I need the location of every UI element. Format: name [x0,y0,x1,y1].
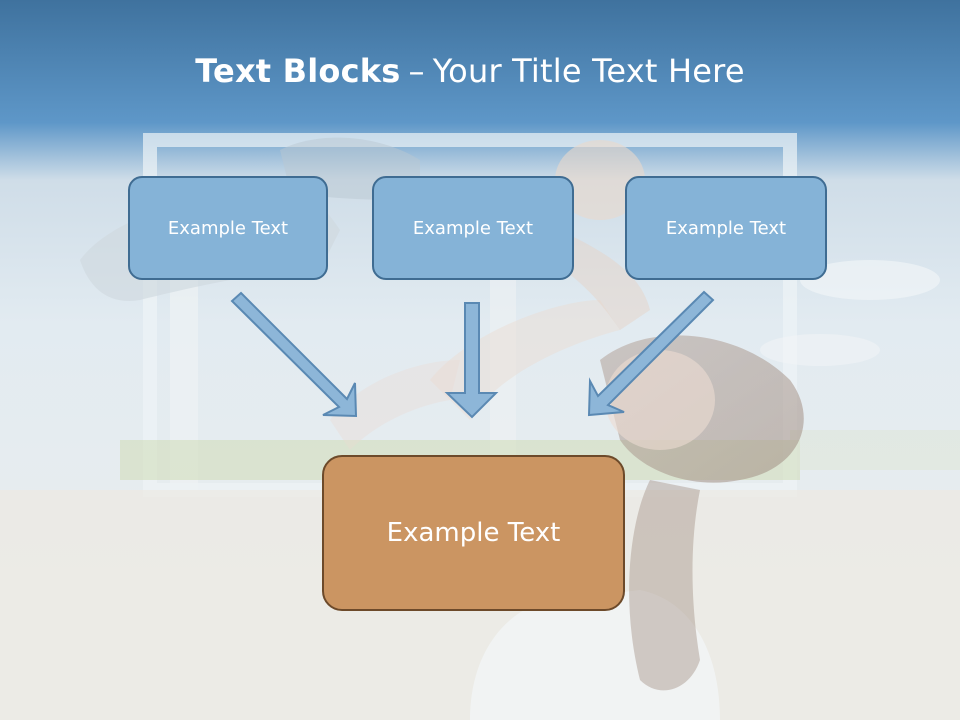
target-text-block[interactable]: Example Text [322,455,625,611]
target-text-block-label: Example Text [386,518,561,548]
title-bold-part: Text Blocks [195,52,401,90]
title-rest: Your Title Text Here [432,52,745,90]
text-block-1-label: Example Text [167,217,289,239]
text-block-3-label: Example Text [665,217,787,239]
text-block-3[interactable]: Example Text [625,176,827,280]
slide-title: Text Blocks–Your Title Text Here [0,52,940,90]
text-block-2[interactable]: Example Text [372,176,574,280]
text-block-2-label: Example Text [412,217,534,239]
text-block-1[interactable]: Example Text [128,176,328,280]
title-separator: – [408,52,425,90]
